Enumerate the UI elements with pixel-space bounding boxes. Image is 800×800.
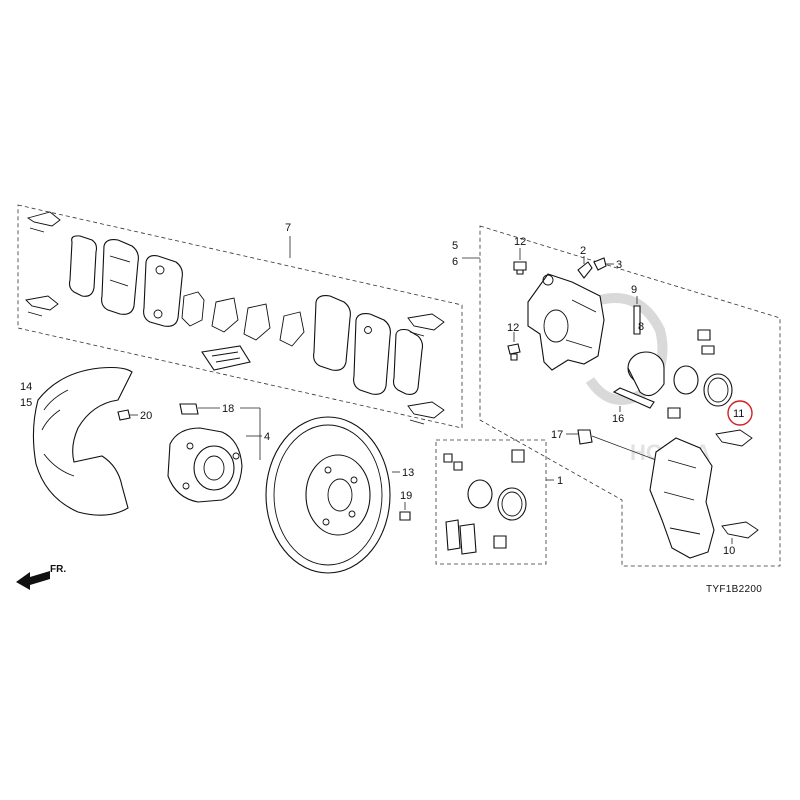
front-direction-arrow: FR. [16,564,66,590]
callout-7: 7 [285,222,291,234]
brake-pad-inner-2 [353,313,391,395]
pad-clip-lower [25,295,59,317]
pin-boot-lower [667,407,681,419]
kit-cap-a [443,453,453,463]
callout-14: 14 [20,381,32,393]
callout-20: 20 [140,410,152,422]
kit-boot-upper [511,449,525,463]
callout-17: 17 [551,429,563,441]
mounting-bolt [577,429,593,445]
splash-guard [32,366,133,516]
seal-kit-group: 1 [435,439,563,565]
brake-pad-backing-2 [392,328,424,395]
pad-clip-upper-2 [407,313,445,337]
kit-boot-lower [493,535,507,549]
callout-19: 19 [400,490,412,502]
retainer-clip [715,429,753,447]
hub-bolt [179,403,199,415]
direction-label: FR. [50,564,66,575]
callout-5: 5 [452,240,458,252]
disc-screw [399,511,411,521]
callout-2: 2 [580,245,586,257]
kit-cap-b [453,461,463,471]
callout-12-upper: 12 [514,236,526,248]
kit-seal [467,479,493,509]
shim-a [181,291,205,327]
hub-group: 18 4 [167,403,270,503]
callout-9: 9 [631,284,637,296]
callout-18: 18 [222,403,234,415]
shim-b [211,297,239,333]
kit-grease-b [459,523,477,555]
piston-seal [673,365,699,395]
wear-indicator [201,345,251,371]
callout-15: 15 [20,397,32,409]
brake-pad-inner [101,239,139,315]
caliper-group: 5 6 12 2 3 12 9 8 [452,225,781,567]
callout-6: 6 [452,256,458,268]
shim-c [243,303,271,341]
pin-boot-upper [697,329,711,341]
callout-10: 10 [723,545,735,557]
caliper-body [527,273,605,371]
callout-1: 1 [557,475,563,487]
shim-d [279,311,305,347]
brake-pad-outer-2 [313,295,351,371]
callout-11[interactable]: 11 [733,408,744,420]
drawing-code: TYF1B2200 [706,584,762,595]
brake-pad-backing [143,255,183,327]
callout-16: 16 [612,413,624,425]
pad-set-group: 7 [17,204,463,429]
callout-13: 13 [402,467,414,479]
caliper-bracket [649,437,715,559]
pad-retainer-clip [721,521,759,539]
callout-12-lower: 12 [507,322,519,334]
brake-disc-group: 13 19 [265,416,414,574]
highlight-ring[interactable] [727,400,753,426]
bleeder-bolt-lower [507,343,521,361]
brake-pad-outer [68,235,98,297]
pad-clip-upper [26,211,61,233]
bleeder-bolt-upper [513,261,527,275]
guide-pin-lower [612,387,655,409]
splash-guard-bolt [117,409,131,421]
kit-grease-a [445,519,461,551]
arrow-icon [16,571,50,590]
guide-pin-upper [633,305,641,335]
callout-3: 3 [616,259,622,271]
callout-8: 8 [638,321,644,333]
callout-4: 4 [264,431,270,443]
pin-boot-middle [701,345,715,355]
pad-clip-lower-2 [407,401,445,425]
bleeder-cap [593,257,607,271]
splash-guard-group: 14 15 20 [20,366,152,516]
bleeder-screw [577,261,593,279]
